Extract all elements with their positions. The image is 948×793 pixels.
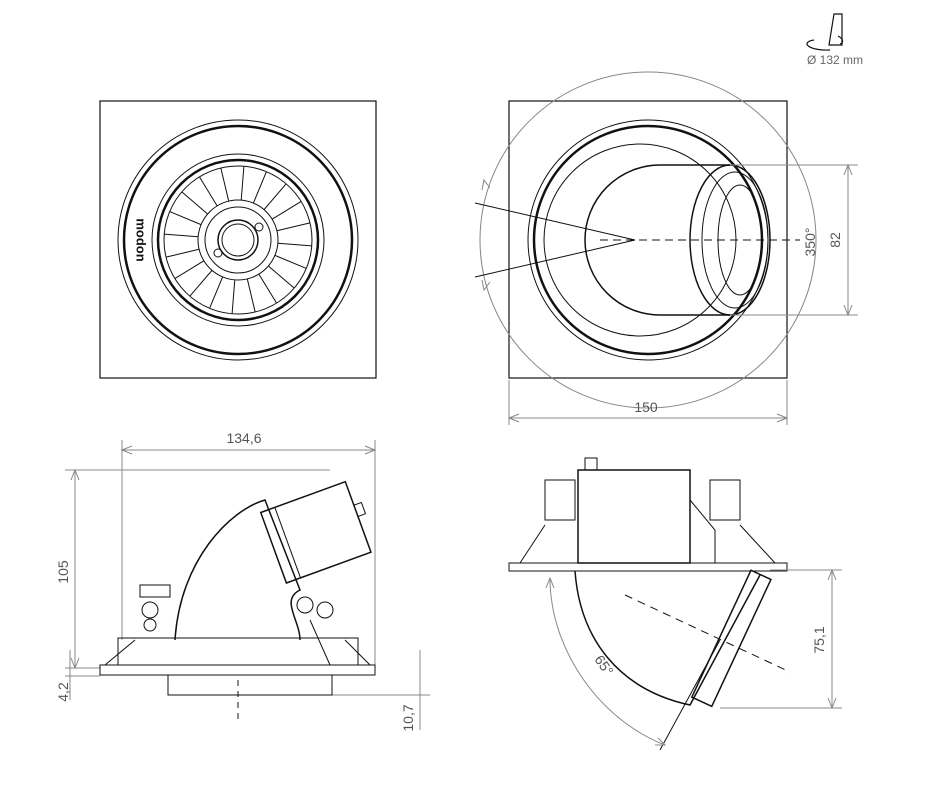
reflector-fin [246,278,256,313]
reflector-fin [276,222,311,232]
flange-label: 4,2 [55,682,71,702]
width-label: 150 [634,399,658,415]
reflector-fin [252,171,267,204]
reflector-fin [169,211,202,226]
reflector-fin [231,279,236,314]
tilt-view [508,457,842,751]
reflector-fin [189,270,213,297]
reflector-fin [277,242,312,247]
reflector-fin [164,233,199,238]
reflector-fin [271,201,302,220]
reflector-fin [274,254,307,269]
reflector-fin [220,167,230,202]
reflector-fin [174,260,205,279]
reflector-fin [181,191,208,215]
side-width-label: 134,6 [226,430,261,446]
rotation-angle-label: 350° [802,228,818,257]
front-view: modon [99,100,377,379]
reflector-fin [165,248,200,258]
reflector-fin [268,265,295,289]
side-view [65,440,430,730]
height-label: 105 [55,560,71,584]
reflector-fin [258,273,277,304]
reflector-fin [263,183,287,210]
lamp-diameter-label: 82 [827,232,843,248]
reflector-fin [199,176,218,207]
tilt-angle-label: 65° [591,652,616,679]
brand-logo: modon [134,218,149,261]
reflector-fin [209,276,224,309]
recess-label: 10,7 [400,704,416,731]
depth-label: 75,1 [811,626,827,653]
reflector-fin [240,166,245,201]
rotation-view [474,71,858,425]
mounting-hole-label: Ø 132 mm [807,53,863,67]
ceiling-cutout-icon [806,13,844,51]
